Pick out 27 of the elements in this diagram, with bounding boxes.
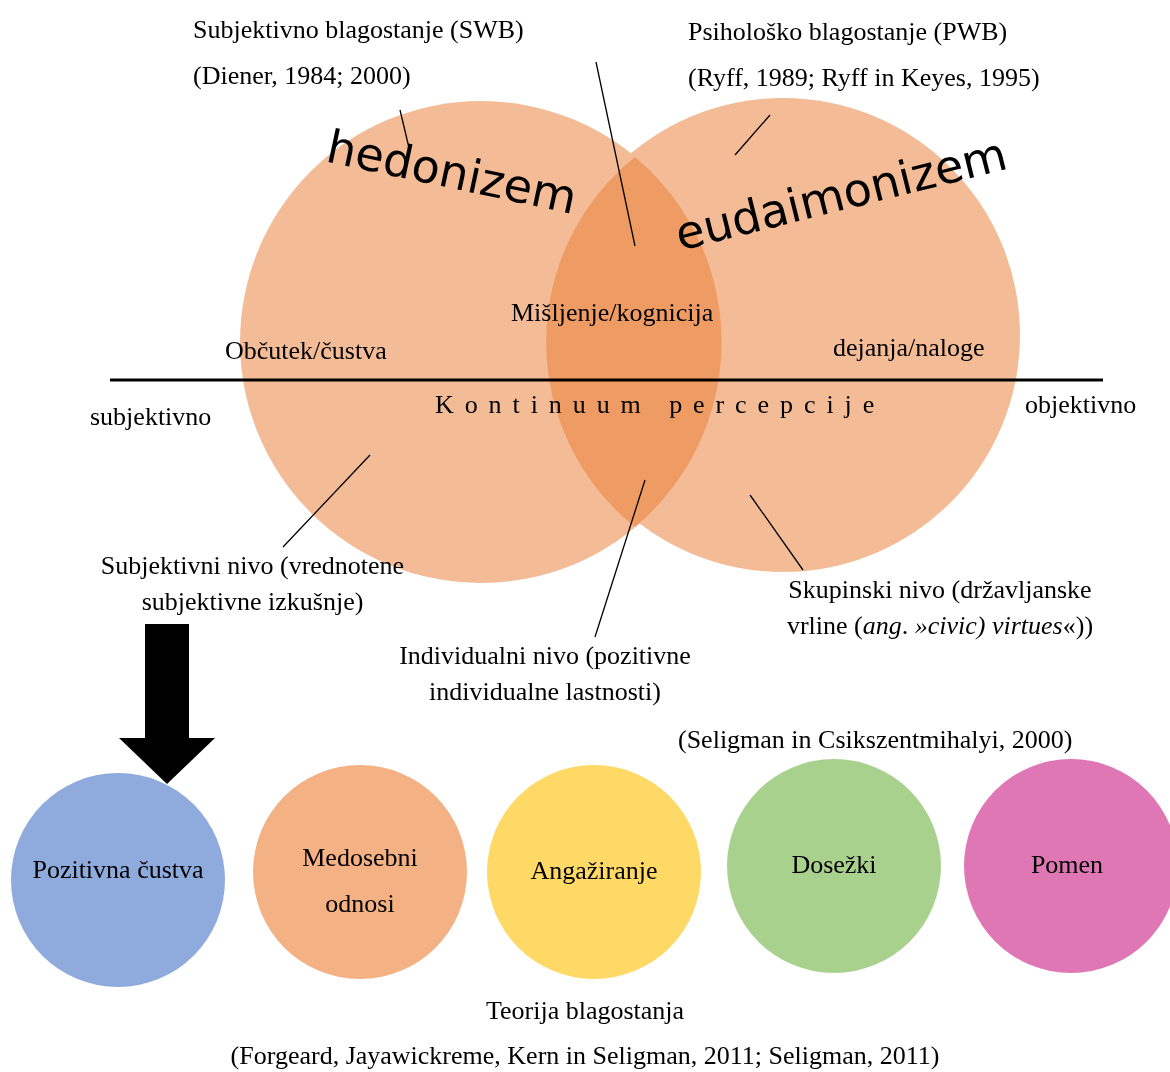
pillar-label: Pozitivna čustva xyxy=(31,854,205,886)
leader-line xyxy=(749,494,804,571)
pillar-label: Angažiranje xyxy=(529,855,659,887)
heading-text: Psihološko blagostanje (PWB) xyxy=(688,16,1008,48)
circle-label: Občutek/čustva xyxy=(225,335,387,367)
level-text: Skupinski nivo (državljanske vrline (ang. »civic) virtues«)) xyxy=(785,574,1095,642)
caption-text: Teorija blagostanja xyxy=(485,995,685,1027)
citation-text: (Forgeard, Jayawickreme, Kern in Seligman, 2011; Seligman, 2011) xyxy=(230,1040,940,1072)
axis-end-label: objektivno xyxy=(1025,389,1137,421)
axis-label: Kontinuum percepcije xyxy=(435,389,886,421)
circle-label: dejanja/naloge xyxy=(833,332,985,364)
citation-text: (Ryff, 1989; Ryff in Keyes, 1995) xyxy=(688,62,1040,94)
leader-line xyxy=(594,479,646,638)
leader-line xyxy=(734,114,771,156)
leader-line xyxy=(595,61,636,247)
heading-text: Subjektivno blagostanje (SWB) xyxy=(193,14,524,46)
overlap-label: Mišljenje/kognicija xyxy=(511,297,714,329)
citation-text: (Seligman in Csikszentmihalyi, 2000) xyxy=(678,724,1073,756)
pillar-label: Medosebni odnosi xyxy=(301,842,419,920)
pillar-label: Dosežki xyxy=(790,849,878,881)
level-text: Subjektivni nivo (vrednotene subjektivne izkušnje) xyxy=(99,550,406,618)
block-arrow xyxy=(119,624,215,784)
axis-end-label: subjektivno xyxy=(90,401,212,433)
citation-text: (Diener, 1984; 2000) xyxy=(193,60,411,92)
leader-line xyxy=(282,454,371,548)
level-text: Individualni nivo (pozitivne individualne lastnosti) xyxy=(398,640,692,708)
pillar-label: Pomen xyxy=(1029,849,1105,881)
